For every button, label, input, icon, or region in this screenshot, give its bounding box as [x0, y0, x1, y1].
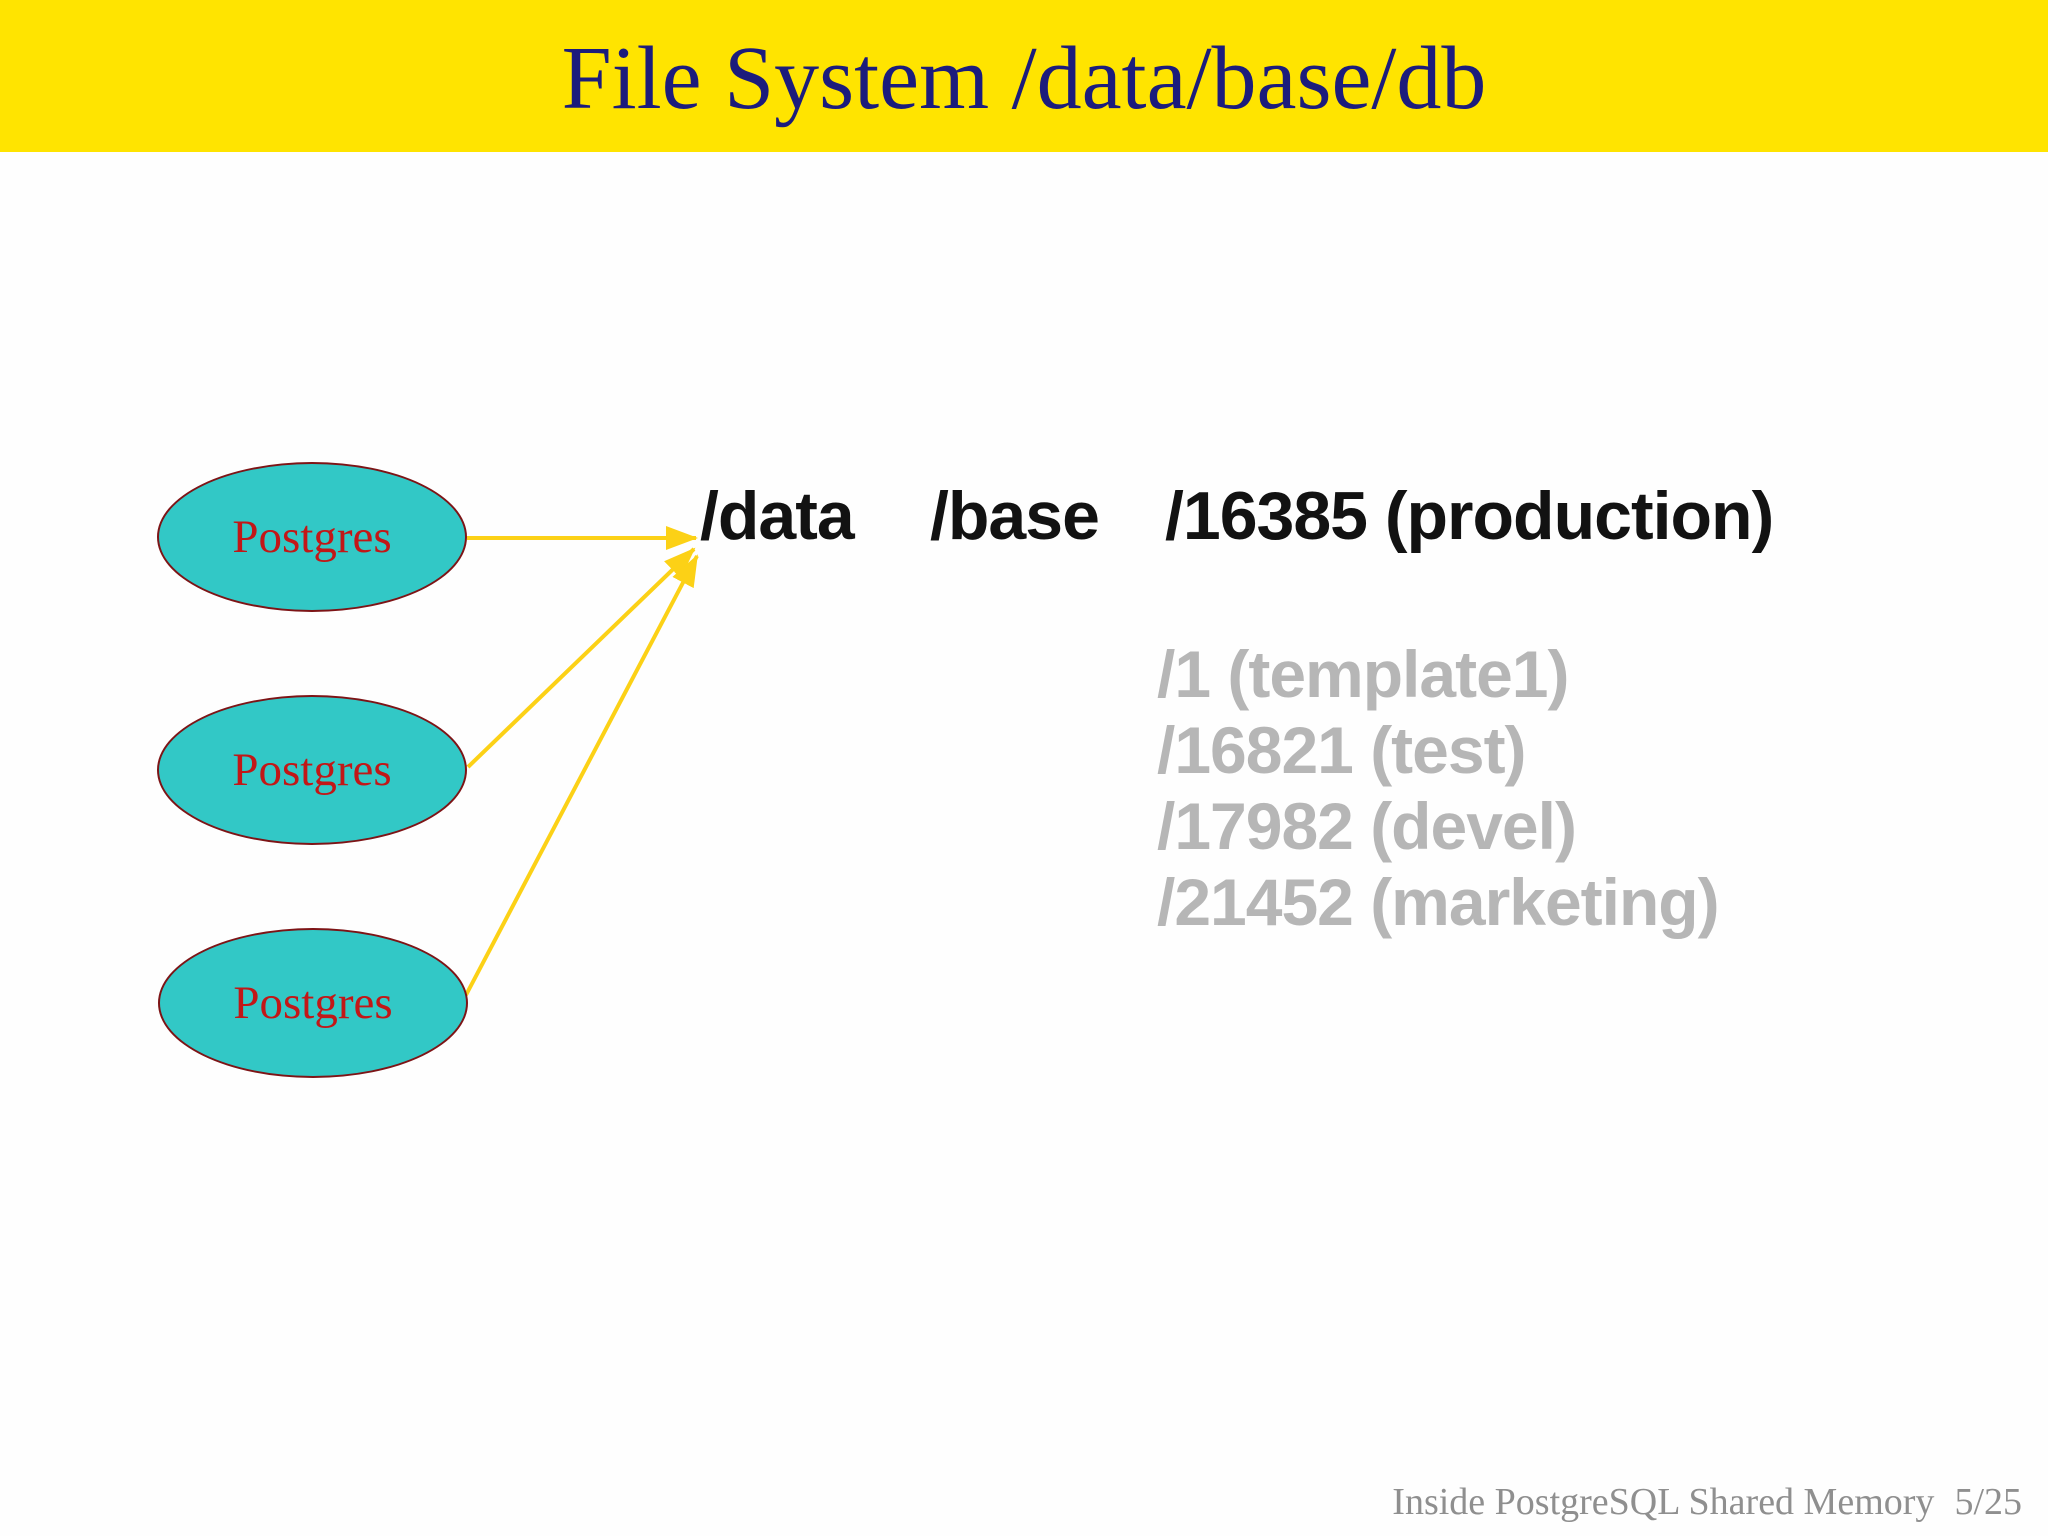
postgres-node-1-label: Postgres — [232, 511, 392, 563]
postgres-node-2: Postgres — [157, 695, 467, 845]
db-list-item-template1: /1 (template1) — [1157, 637, 1569, 711]
page-number: 5/25 — [1954, 1481, 2022, 1523]
title-banner: File System /data/base/db — [0, 0, 2048, 152]
fs-path-data: /data — [700, 478, 855, 554]
db-list-item-devel: /17982 (devel) — [1157, 789, 1577, 863]
arrow-postgres-3-to-data — [464, 554, 699, 996]
fs-path-base: /base — [930, 478, 1100, 554]
db-list-item-test: /16821 (test) — [1157, 713, 1527, 787]
slide-footer: Inside PostgreSQL Shared Memory 5/25 — [1392, 1481, 2022, 1523]
postgres-node-1: Postgres — [157, 462, 467, 612]
postgres-node-3-label: Postgres — [233, 977, 393, 1029]
arrow-postgres-2-to-data — [466, 547, 696, 769]
database-oid-list: /1 (template1) /16821 (test) /17982 (dev… — [1157, 636, 1720, 940]
postgres-node-3: Postgres — [158, 928, 468, 1078]
postgres-node-2-label: Postgres — [232, 744, 392, 796]
slide-title: File System /data/base/db — [561, 29, 1487, 128]
footer-title: Inside PostgreSQL Shared Memory — [1392, 1481, 1935, 1523]
fs-path-production-db: /16385 (production) — [1165, 478, 1774, 554]
db-list-item-marketing: /21452 (marketing) — [1157, 865, 1720, 939]
